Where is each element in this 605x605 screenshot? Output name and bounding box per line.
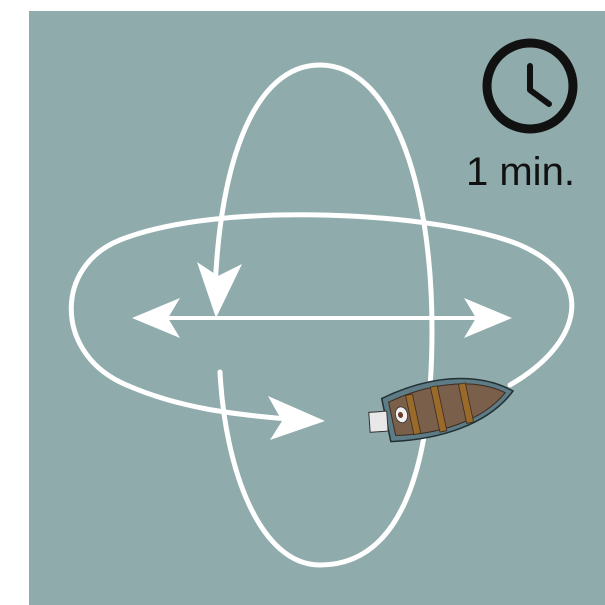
vertical-loop-path xyxy=(215,65,432,565)
duration-label: 1 min. xyxy=(466,150,605,195)
boat-icon xyxy=(362,365,518,449)
clock-icon xyxy=(487,43,573,129)
vertical-loop-arrowhead xyxy=(197,262,242,318)
